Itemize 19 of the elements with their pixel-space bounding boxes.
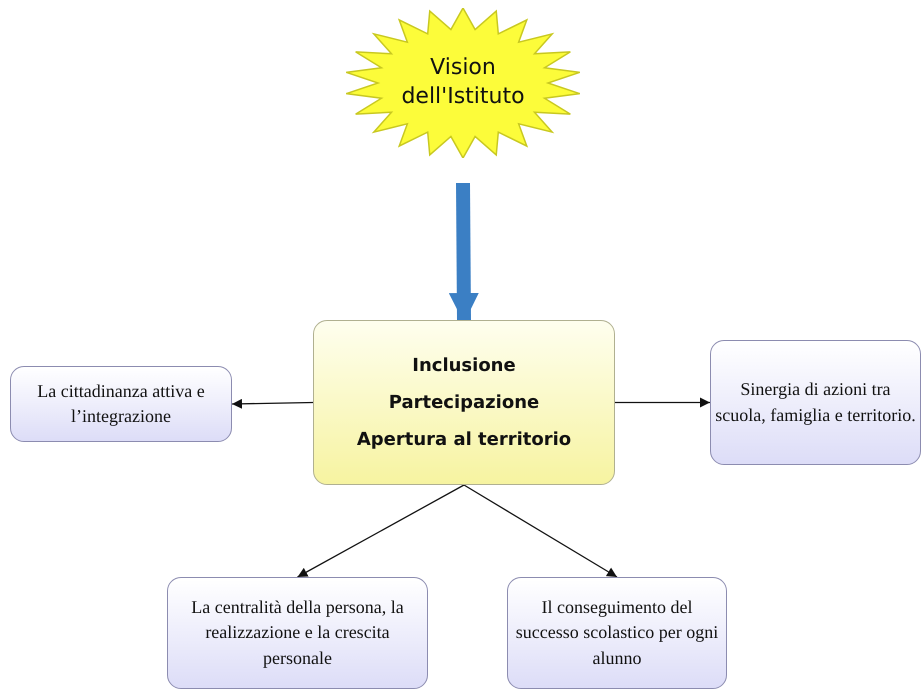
vision-title: Vision dell'Istituto <box>400 54 526 111</box>
value-text: Apertura al territorio <box>356 429 572 450</box>
goal-text: La cittadinanza attiva e l’integrazione <box>36 380 206 428</box>
goal-text: Il conseguimento del successo scolastico per ogni alunno <box>514 596 720 670</box>
arrow <box>615 398 710 408</box>
arrow <box>232 398 314 409</box>
goal-box <box>167 577 428 689</box>
goal-box <box>710 340 921 465</box>
star-burst <box>345 8 581 158</box>
goal-box <box>10 366 232 442</box>
goal-text: La centralità della persona, la realizzazione e la crescita personale <box>190 596 405 670</box>
value-text: Inclusione <box>412 355 516 376</box>
arrow <box>297 484 464 578</box>
value-text: Partecipazione <box>388 392 540 413</box>
goal-box <box>507 577 727 689</box>
goal-text: Sinergia di azioni tra scuola, famiglia e territorio. <box>715 378 916 427</box>
arrow <box>448 182 479 323</box>
core-values-box <box>313 320 615 485</box>
arrow <box>464 484 618 578</box>
